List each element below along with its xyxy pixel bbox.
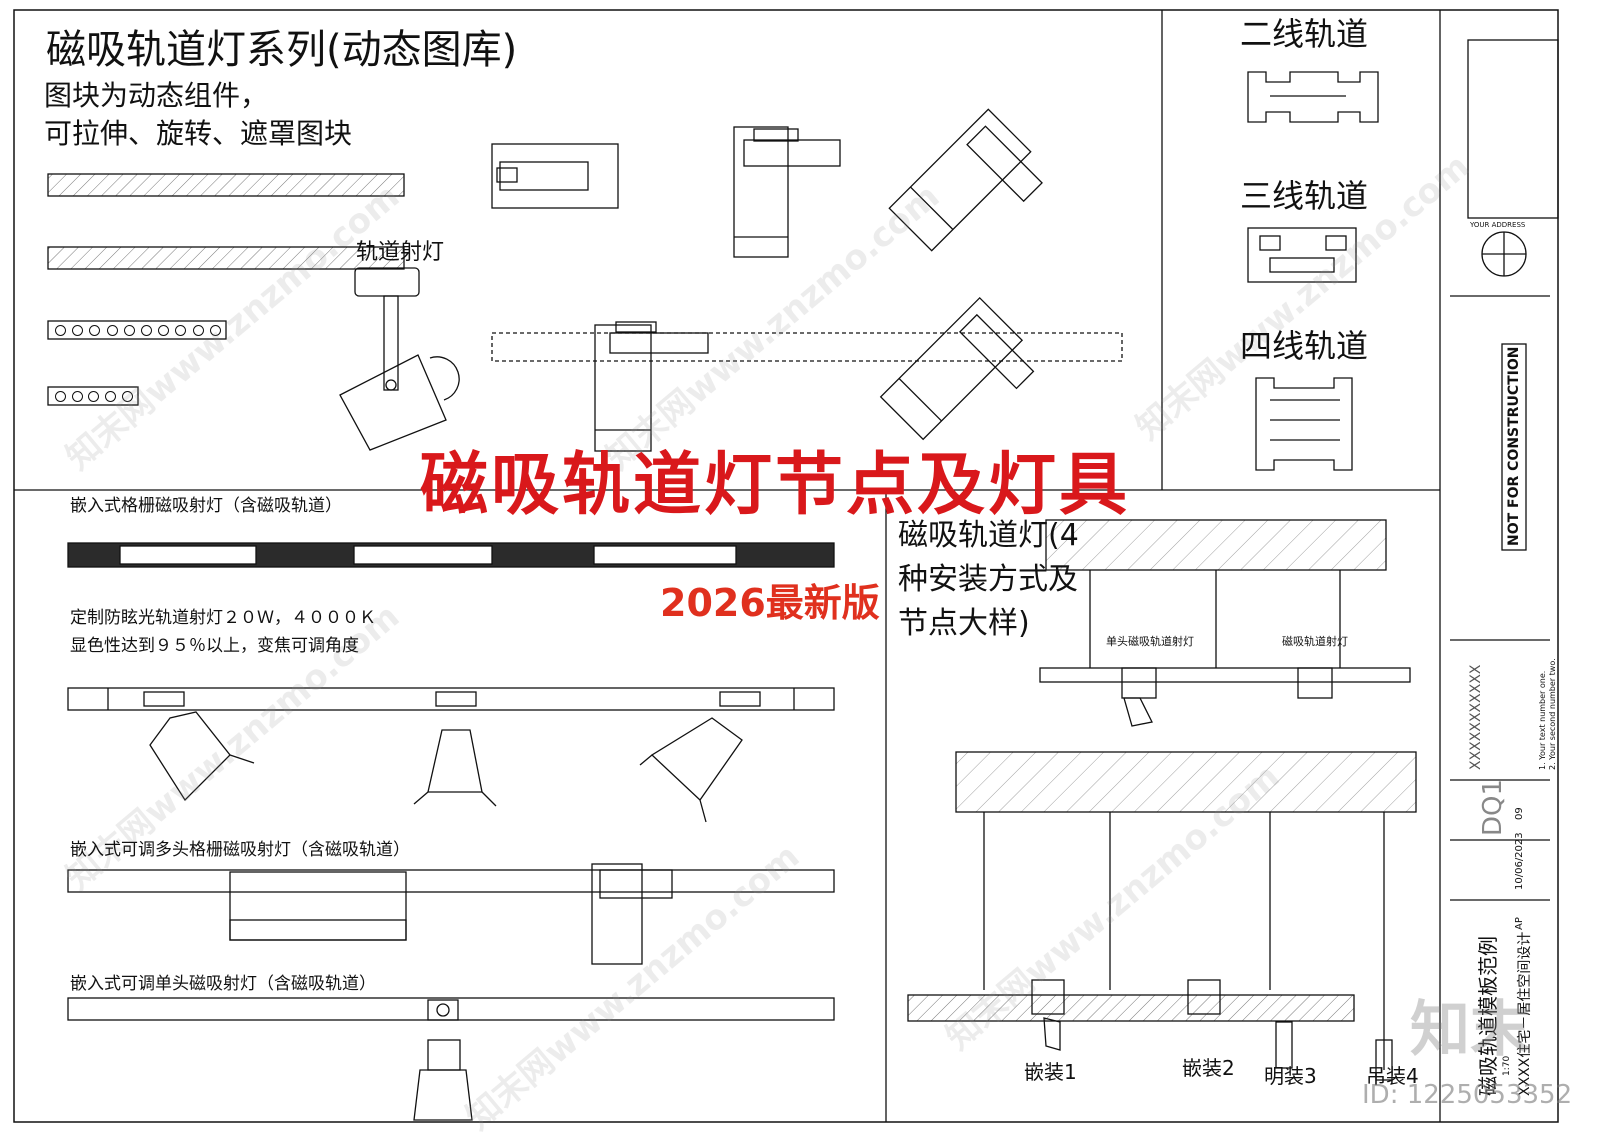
- track-fixture-1: [594, 321, 709, 452]
- section-anti-glare-1: 定制防眩光轨道射灯２０Ｗ，４０００Ｋ: [70, 608, 376, 628]
- adapter-vertical: [733, 126, 841, 258]
- four-wire-label: 四线轨道: [1240, 327, 1369, 365]
- track-spotlight: [339, 267, 460, 451]
- install-label-2: 嵌装2: [1182, 1056, 1235, 1080]
- section-multi-head: 嵌入式可调多头格栅磁吸射灯（含磁吸轨道）: [70, 840, 410, 860]
- brand-logo: 知末: [1410, 995, 1530, 1065]
- grille-light-long: [47, 320, 227, 340]
- drawing-code: DQ1: [1478, 778, 1508, 836]
- title-block-xxx: XXXXXXXXXXX: [1468, 664, 1484, 771]
- id-label: ID: 1225053352: [1362, 1080, 1573, 1110]
- subtitle-line-2: 可拉伸、旋转、遮罩图块: [44, 117, 353, 150]
- outer-frame: [13, 9, 1559, 1123]
- two-wire-label: 二线轨道: [1240, 15, 1369, 53]
- suspension-rods-1: [1039, 570, 1411, 727]
- linear-light-1: [47, 173, 405, 197]
- spotlight-label: 轨道射灯: [356, 240, 445, 265]
- not-for-construction-box: [1501, 343, 1527, 551]
- track-fixture-2: [879, 296, 1035, 441]
- single-head-track: [67, 997, 835, 1121]
- drawing-number: 09: [1514, 807, 1525, 820]
- title-block-sheet: [1467, 39, 1559, 219]
- linear-light-2: [47, 246, 405, 270]
- suspension-rods-2: [907, 812, 1393, 1081]
- banner-title: 磁吸轨道灯节点及灯具: [420, 446, 1131, 525]
- adapter-rotated: [888, 108, 1043, 252]
- label-track-spot: 磁吸轨道射灯: [1282, 635, 1348, 648]
- grille-dots-short: [52, 389, 136, 403]
- four-wire-profile: [1255, 377, 1353, 471]
- section-anti-glare-2: 显色性达到９５％以上，变焦可调角度: [70, 636, 359, 656]
- three-wire-label: 三线轨道: [1240, 177, 1369, 215]
- install-label-3: 明装3: [1264, 1064, 1317, 1088]
- adapter-horizontal: [491, 143, 619, 209]
- label-single-head: 单头磁吸轨道射灯: [1106, 635, 1194, 648]
- two-wire-profile: [1247, 71, 1379, 123]
- dashed-track: [491, 332, 1123, 362]
- install-label-4: 吊装4: [1366, 1064, 1419, 1088]
- subtitle-line-1: 图块为动态组件，: [44, 79, 269, 112]
- drawing-date: 10/06/2023: [1514, 832, 1525, 890]
- ceiling-slab-2: [955, 751, 1417, 813]
- multi-head-track: [67, 863, 835, 965]
- your-address: YOUR ADDRESS: [1470, 221, 1526, 229]
- section-single-head: 嵌入式可调单头磁吸射灯（含磁吸轨道）: [70, 974, 376, 994]
- install-heading: 磁吸轨道灯(4种安装方式及节点大样): [898, 518, 1079, 641]
- three-wire-profile: [1247, 227, 1357, 283]
- grille-light-short: [47, 386, 139, 406]
- title-block-note1: 1. Your text number one.: [1538, 670, 1547, 770]
- title-block-note2: 2. Your second number two.: [1548, 658, 1557, 770]
- drawing-by: AP: [1514, 917, 1525, 930]
- grille-dots: [52, 323, 224, 337]
- ceiling-slab-1: [1045, 519, 1387, 571]
- edition-badge: 2026最新版: [660, 581, 880, 625]
- anti-glare-track: [67, 687, 835, 823]
- page-title: 磁吸轨道灯系列(动态图库): [46, 27, 518, 73]
- section-grille-track: 嵌入式格栅磁吸射灯（含磁吸轨道）: [70, 496, 342, 516]
- not-for-construction: NOT FOR CONSTRUCTION: [1506, 346, 1522, 547]
- install-label-1: 嵌装1: [1024, 1060, 1077, 1084]
